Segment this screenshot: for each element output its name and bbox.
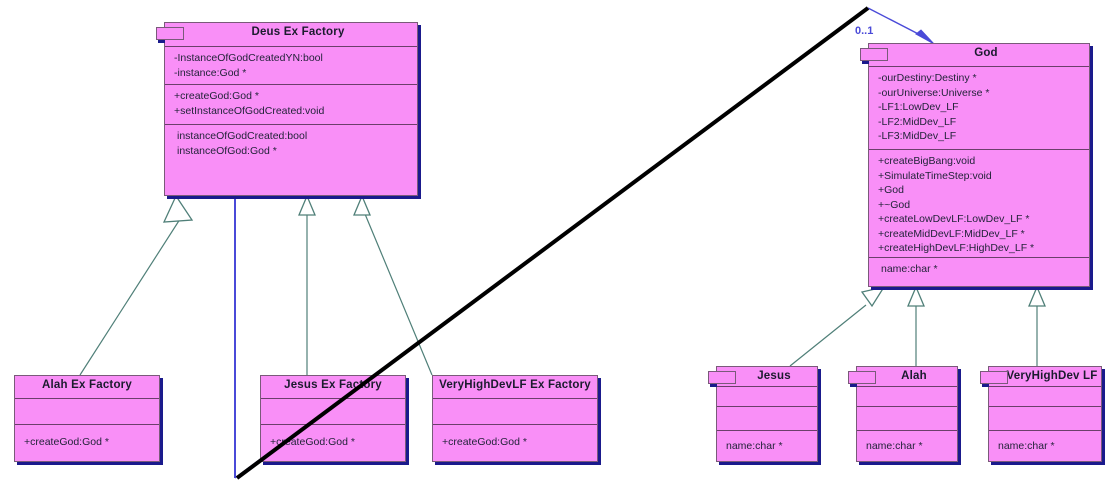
operations-compartment: +createGod:God * [15, 425, 159, 463]
attribute-row: -InstanceOfGodCreatedYN:bool [174, 52, 323, 64]
attributes-compartment [15, 399, 159, 425]
operations-compartment: +createGod:God * [433, 425, 597, 463]
operations-compartment: +createGod:God * +setInstanceOfGodCreate… [165, 85, 417, 125]
extra-row: name:char * [866, 440, 923, 452]
operation-row: +SimulateTimeStep:void [878, 169, 992, 182]
attributes-compartment: -InstanceOfGodCreatedYN:bool -instance:G… [165, 47, 417, 85]
class-name-jesus-ex-factory: Jesus Ex Factory [261, 376, 405, 399]
operations-compartment [989, 407, 1101, 431]
class-tab-icon [980, 371, 1008, 387]
extras-compartment: name:char * [717, 431, 817, 461]
generalization-veryhighdevlf-ex-factory [353, 194, 433, 376]
attribute-row: -ourDestiny:Destiny * [878, 72, 977, 84]
class-name-deus-ex-factory: Deus Ex Factory [165, 23, 417, 47]
extras-compartment: instanceOfGodCreated:bool instanceOfGod:… [165, 125, 417, 197]
class-jesus-ex-factory[interactable]: Jesus Ex Factory +createGod:God * [260, 375, 406, 462]
class-name-veryhighdevlf-ex-factory: VeryHighDevLF Ex Factory [433, 376, 597, 399]
operation-row: +createGod:God * [174, 90, 259, 102]
attribute-row: -LF1:LowDev_LF [878, 101, 959, 113]
generalization-alah [907, 285, 925, 366]
class-name-alah-ex-factory: Alah Ex Factory [15, 376, 159, 399]
attributes-compartment [857, 387, 957, 407]
operation-row: +createGod:God * [442, 436, 527, 448]
class-tab-icon [708, 371, 736, 387]
operation-row: +createLowDevLF:LowDev_LF * [878, 213, 1030, 225]
operation-row: +createHighDevLF:HighDev_LF * [878, 242, 1035, 254]
extras-compartment: name:char * [989, 431, 1101, 461]
attribute-row: -instance:God * [174, 66, 247, 79]
extra-row: name:char * [998, 440, 1055, 452]
operation-row: +God [878, 184, 904, 196]
operations-compartment [857, 407, 957, 431]
class-name-alah: Alah [857, 367, 957, 387]
attributes-compartment: -ourDestiny:Destiny * -ourUniverse:Unive… [869, 67, 1089, 150]
class-veryhighdev-lf[interactable]: VeryHighDev LF name:char * [980, 366, 1102, 462]
multiplicity-label-0-1: 0..1 [855, 25, 874, 37]
operations-compartment: +createGod:God * [261, 425, 405, 463]
attribute-row: -ourUniverse:Universe * [878, 86, 990, 99]
extra-row: instanceOfGodCreated:bool [177, 130, 308, 142]
generalization-alah-ex-factory [79, 194, 194, 376]
operation-row: +setInstanceOfGodCreated:void [174, 104, 325, 117]
class-tab-icon [860, 48, 888, 64]
operation-row: +createGod:God * [24, 436, 109, 448]
class-name-veryhighdev-lf: VeryHighDev LF [989, 367, 1101, 387]
class-tab-icon [848, 371, 876, 387]
generalization-veryhighdev-lf [1028, 285, 1046, 366]
attribute-row: -LF2:MidDev_LF [878, 115, 957, 128]
attributes-compartment [261, 399, 405, 425]
operation-row: +createBigBang:void [878, 155, 976, 167]
class-jesus[interactable]: Jesus name:char * [708, 366, 818, 462]
operation-row: +~God [878, 198, 911, 211]
extra-row: name:char * [881, 263, 938, 275]
class-god[interactable]: God -ourDestiny:Destiny * -ourUniverse:U… [860, 43, 1090, 288]
class-deus-ex-factory[interactable]: Deus Ex Factory -InstanceOfGodCreatedYN:… [156, 22, 418, 197]
operation-row: +createMidDevLF:MidDev_LF * [878, 227, 1025, 240]
class-name-god: God [869, 44, 1089, 67]
class-tab-icon [156, 27, 184, 43]
operations-compartment: +createBigBang:void +SimulateTimeStep:vo… [869, 150, 1089, 258]
attribute-row: -LF3:MidDev_LF [878, 130, 957, 142]
class-veryhighdevlf-ex-factory[interactable]: VeryHighDevLF Ex Factory +createGod:God … [432, 375, 598, 462]
class-alah[interactable]: Alah name:char * [848, 366, 958, 462]
generalization-jesus [789, 286, 886, 367]
extras-compartment: name:char * [869, 258, 1089, 288]
extra-row: name:char * [726, 440, 783, 452]
attributes-compartment [717, 387, 817, 407]
operation-row: +createGod:God * [270, 436, 355, 448]
class-alah-ex-factory[interactable]: Alah Ex Factory +createGod:God * [14, 375, 160, 462]
generalization-jesus-ex-factory [298, 194, 316, 375]
attributes-compartment [989, 387, 1101, 407]
extras-compartment: name:char * [857, 431, 957, 461]
operations-compartment [717, 407, 817, 431]
attributes-compartment [433, 399, 597, 425]
extra-row: instanceOfGod:God * [177, 144, 277, 157]
